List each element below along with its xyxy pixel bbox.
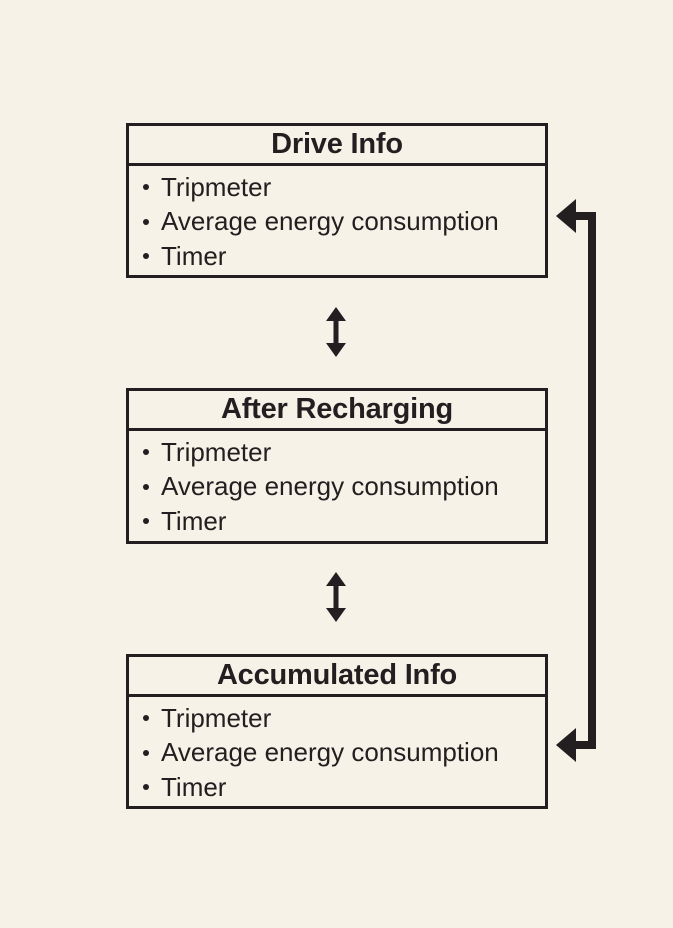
- bullet-icon: [143, 518, 149, 525]
- bullet-icon: [143, 218, 149, 225]
- list-item: Timer: [143, 504, 545, 539]
- item-list: Tripmeter Average energy consumption Tim…: [129, 431, 545, 543]
- bullet-icon: [143, 184, 149, 191]
- bullet-icon: [143, 253, 149, 260]
- list-item: Timer: [143, 239, 545, 274]
- item-label: Tripmeter: [161, 436, 272, 467]
- item-label: Average energy consumption: [161, 737, 499, 768]
- bullet-icon: [143, 749, 149, 756]
- bullet-icon: [143, 449, 149, 456]
- double-arrow-icon: [326, 572, 346, 622]
- item-list: Tripmeter Average energy consumption Tim…: [129, 166, 545, 278]
- bullet-icon: [143, 483, 149, 490]
- box-title: After Recharging: [129, 391, 545, 431]
- list-item: Average energy consumption: [143, 205, 545, 240]
- drive-info-box: Drive Info Tripmeter Average energy cons…: [126, 123, 548, 278]
- accumulated-info-box: Accumulated Info Tripmeter Average energ…: [126, 654, 548, 809]
- list-item: Average energy consumption: [143, 736, 545, 771]
- item-label: Timer: [161, 240, 227, 271]
- list-item: Tripmeter: [143, 435, 545, 470]
- bullet-icon: [143, 784, 149, 791]
- box-title: Drive Info: [129, 126, 545, 166]
- item-label: Timer: [161, 505, 227, 536]
- list-item: Average energy consumption: [143, 470, 545, 505]
- item-label: Average energy consumption: [161, 206, 499, 237]
- item-label: Tripmeter: [161, 702, 272, 733]
- item-list: Tripmeter Average energy consumption Tim…: [129, 697, 545, 809]
- list-item: Timer: [143, 770, 545, 805]
- after-recharging-box: After Recharging Tripmeter Average energ…: [126, 388, 548, 544]
- loop-arrow-icon: [556, 199, 596, 762]
- box-title: Accumulated Info: [129, 657, 545, 697]
- item-label: Tripmeter: [161, 171, 272, 202]
- list-item: Tripmeter: [143, 170, 545, 205]
- bullet-icon: [143, 715, 149, 722]
- list-item: Tripmeter: [143, 701, 545, 736]
- double-arrow-icon: [326, 307, 346, 357]
- item-label: Timer: [161, 771, 227, 802]
- item-label: Average energy consumption: [161, 471, 499, 502]
